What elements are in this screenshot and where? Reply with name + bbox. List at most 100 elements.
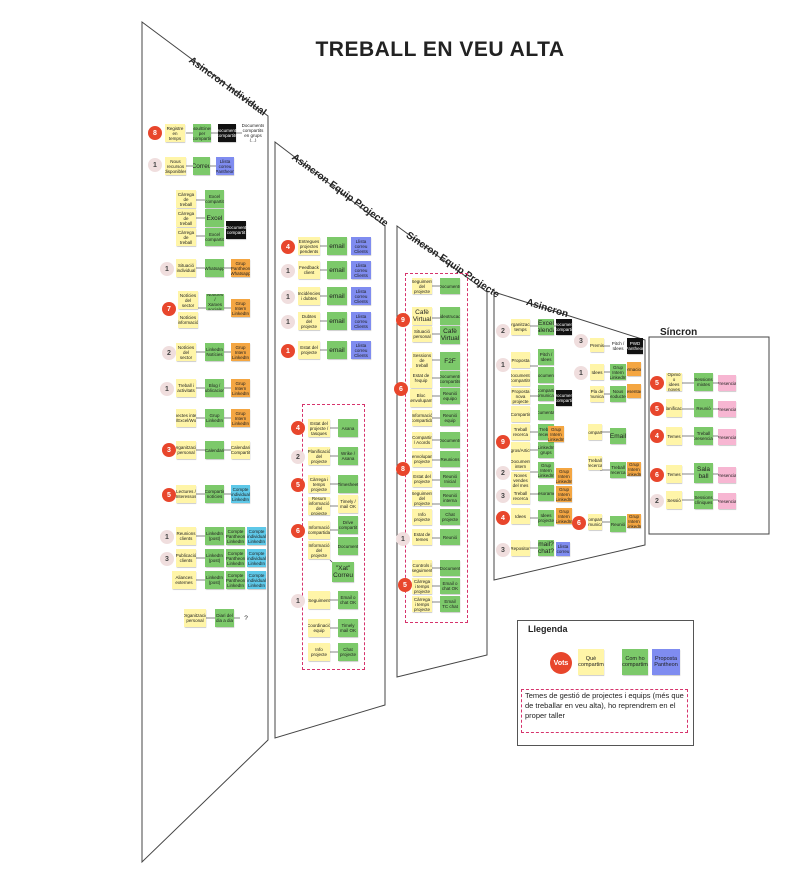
sticky-note: Grup LinkedIn	[205, 409, 224, 427]
sticky-note: Documentació	[538, 404, 554, 420]
sticky-note: Nous recursos disponibles	[165, 157, 186, 175]
sticky-note: Cafè Virtual	[412, 307, 432, 325]
sticky-note: LinkedIn grups	[538, 442, 554, 458]
sticky-note: Email	[610, 428, 626, 444]
vote-count: 1	[148, 158, 162, 172]
vote-count: 6	[572, 516, 586, 530]
sticky-note: Compartir	[588, 424, 602, 440]
vote-count: 6	[394, 382, 408, 396]
sticky-note: Informació compartida	[412, 410, 432, 426]
highlight-group	[302, 404, 365, 670]
sticky-note: Notícies del sector	[178, 291, 198, 309]
vote-count: 3	[496, 489, 510, 503]
sticky-note: Documents compartits	[440, 371, 460, 387]
sticky-note: Notícies del sector	[176, 343, 196, 361]
sticky-note: Timely mail OK	[338, 619, 358, 637]
sticky-note: Asana	[338, 419, 358, 437]
sticky-note: Treball recerca	[511, 488, 530, 504]
sticky-note: email	[327, 287, 347, 305]
vote-count: 2	[496, 324, 510, 338]
sticky-note: Grup Intern LinkedIn	[556, 508, 572, 524]
sticky-note: Noves vendes del mes	[511, 472, 530, 488]
sticky-note: Temes	[666, 427, 682, 445]
sticky-note: Document	[338, 537, 358, 555]
sticky-note: Grup Intern LinkedIn	[556, 486, 572, 502]
sticky-note: Documents	[440, 278, 460, 294]
legend-box	[517, 620, 694, 746]
sticky-note: Documents compartits	[511, 370, 530, 386]
vote-count: 3	[162, 443, 176, 457]
vote-count: 3	[160, 552, 174, 566]
sticky-note: Pitch / Idees	[538, 349, 554, 365]
sticky-note: Registre en temps	[165, 124, 185, 142]
sticky-note: Cafè Virtual	[440, 326, 460, 344]
sticky-note: Compartir notícies	[205, 485, 224, 503]
sticky-note: Temes	[666, 465, 682, 483]
vote-count: 4	[291, 421, 305, 435]
sticky-note: Correu	[193, 157, 210, 175]
sticky-note: Wrike / Asana	[338, 447, 358, 465]
sticky-note: Coordinació equip	[308, 619, 330, 637]
sticky-note: Nous productes	[610, 386, 626, 402]
sticky-note: Llista correu Clients	[351, 287, 371, 305]
sticky-note: Pla de comunicació	[590, 386, 604, 402]
sticky-note: Reunió equipo	[440, 388, 460, 404]
sticky-note: LinkedIn Notícies	[205, 343, 224, 361]
sticky-note: Estat del projecte	[412, 471, 432, 487]
sticky-note: Idees projecte	[538, 510, 554, 526]
sticky-note: Excel compartit	[205, 190, 224, 208]
vote-count: 9	[496, 435, 510, 449]
vote-count: 5	[162, 488, 176, 502]
sticky-note: Compartir comunicats	[588, 514, 602, 530]
sticky-note: Situació personal	[412, 326, 432, 342]
sticky-note: Compartir / Acords	[412, 432, 432, 448]
column-panel-3	[396, 225, 488, 678]
sticky-note: LinkedIn (post)	[205, 527, 224, 545]
sticky-note: Blog / Publicacions	[205, 379, 224, 397]
sticky-note: Organització personal	[176, 441, 196, 459]
sticky-note: Document compartit	[556, 319, 572, 335]
sticky-note: Publicació clients	[176, 549, 196, 567]
sticky-note: Situació individual	[176, 259, 196, 277]
sticky-note: Chat projecte	[440, 509, 460, 525]
sticky-note: Formacions	[627, 362, 641, 376]
sticky-note: Estat del projecte	[298, 341, 320, 359]
sticky-note: email	[327, 312, 347, 330]
sticky-note: Organització personal	[184, 609, 206, 627]
sticky-note: Estat de temes	[412, 529, 432, 545]
sticky-note: Llista correu	[556, 542, 570, 556]
sticky-note: PWD Pantheon	[627, 338, 643, 354]
vote-count: 3	[574, 334, 588, 348]
sticky-note: Treball recerca	[511, 424, 530, 440]
vote-count: 8	[396, 462, 410, 476]
column-panel-4	[493, 291, 646, 581]
sticky-note: Proposta nova projecte	[511, 388, 530, 404]
sticky-note: Logros/Articles	[511, 442, 530, 458]
sticky-note: Organització temps	[511, 319, 530, 335]
sticky-note: Grup Intern LinkedIn	[538, 462, 554, 478]
sticky-note: Presencial	[718, 375, 736, 391]
vote-count: 7	[162, 302, 176, 316]
vote-count: 6	[650, 468, 664, 482]
vote-count: 1	[496, 358, 510, 372]
sticky-note: Nou/Eines per compartir	[193, 124, 211, 142]
sticky-note: Compte Pantheon LinkedIn	[226, 527, 245, 545]
sticky-note: F2F	[440, 352, 460, 370]
sticky-note: Treball recerca	[610, 462, 626, 478]
sticky-note: Entregues projectes pendents	[298, 237, 320, 255]
legend-proposal: Proposta Pantheon	[652, 649, 680, 675]
legend-note-box	[521, 689, 688, 733]
sticky-note: Repositori	[511, 540, 530, 556]
sticky-note: Sessions clíniques	[694, 491, 713, 509]
sticky-note: Timesheet	[338, 475, 358, 493]
sticky-note: LinkedIn (post)	[205, 571, 224, 589]
sticky-note: Reunió interna	[440, 490, 460, 506]
sticky-note: Calendari	[205, 441, 224, 459]
sticky-note: Reunió	[440, 529, 460, 545]
sticky-note: Idees	[511, 508, 530, 524]
sticky-note: Lectures / Interessos	[176, 485, 196, 503]
sticky-note: Document compartit	[226, 221, 246, 239]
sticky-note: Treball recerca	[588, 456, 602, 470]
vote-count: 2	[496, 466, 510, 480]
sticky-note: Seguiment del projecte	[412, 490, 432, 506]
